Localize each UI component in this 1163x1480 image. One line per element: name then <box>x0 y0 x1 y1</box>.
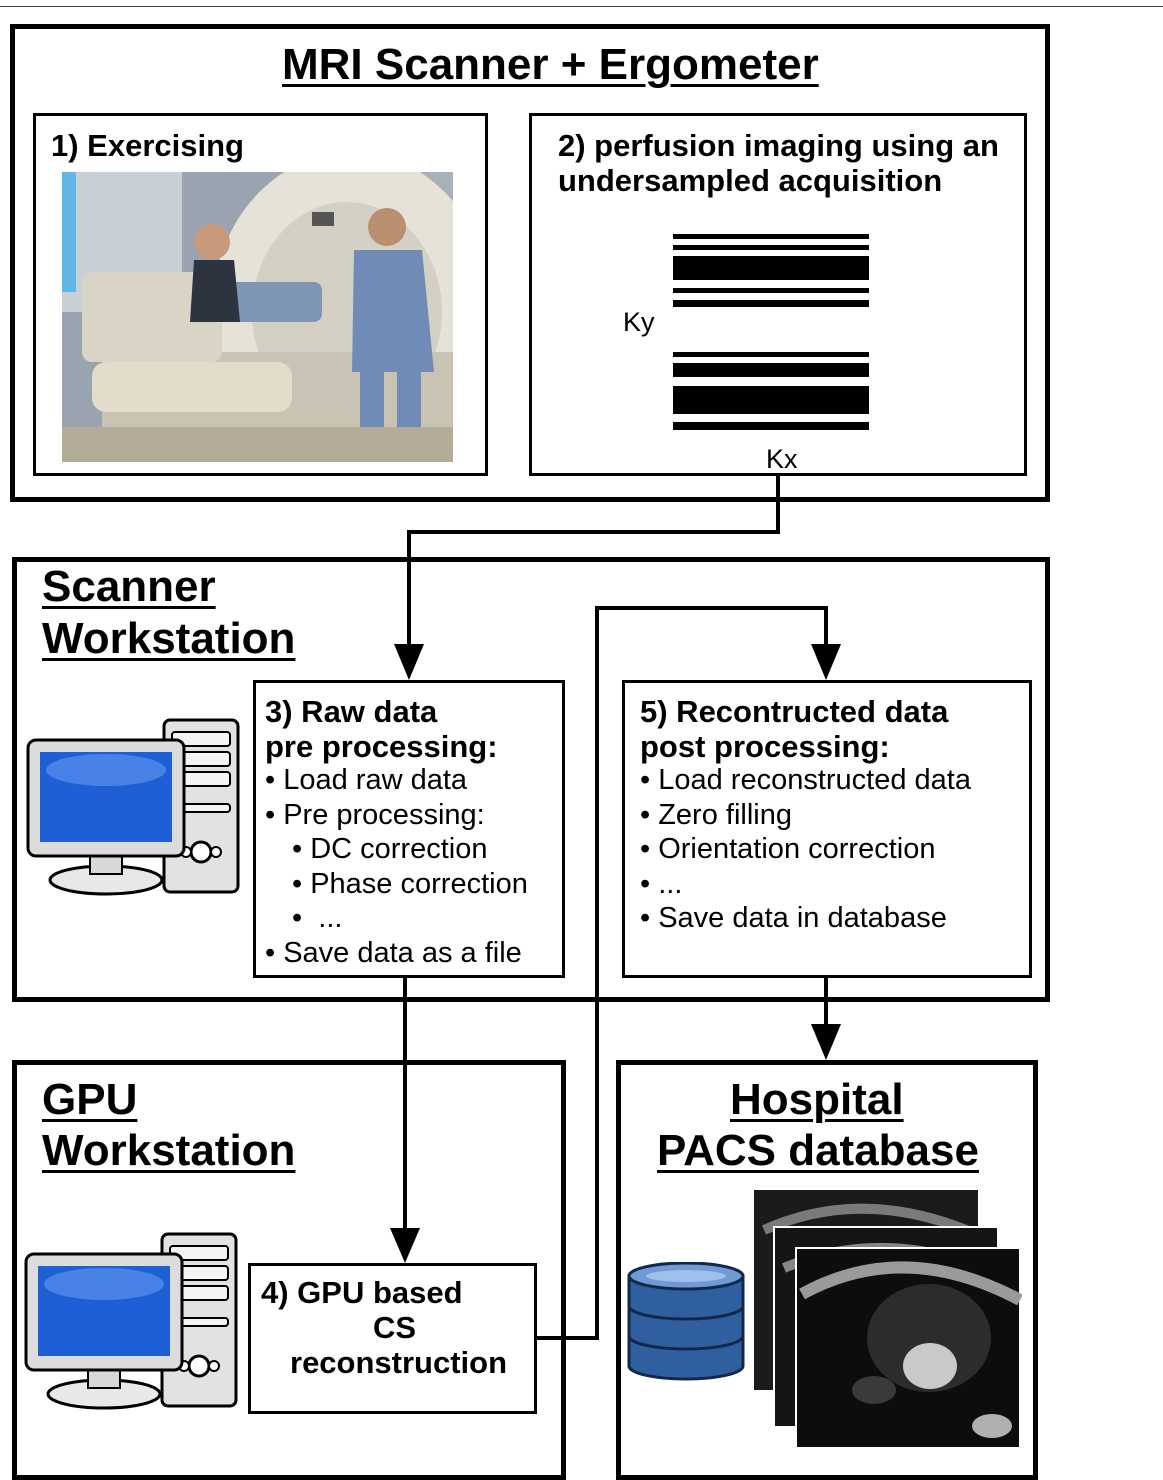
kx-axis-label: Kx <box>766 444 798 474</box>
step3-item: • Pre processing: <box>265 799 485 831</box>
mri-scanner-title: MRI Scanner + Ergometer <box>282 40 819 89</box>
database-icon <box>626 1262 746 1382</box>
raw-data-preprocessing-panel <box>253 680 565 978</box>
pacs-title-line2: PACS database <box>657 1126 979 1175</box>
step5-item: • Orientation correction <box>640 833 936 865</box>
scanner-workstation-title-line1: Scanner <box>42 562 216 611</box>
gpu-reconstruction-panel <box>248 1263 537 1414</box>
pacs-title-line1: Hospital <box>730 1075 904 1124</box>
step5-item: • Zero filling <box>640 799 792 831</box>
perfusion-panel <box>529 113 1027 476</box>
step3-heading-line1: 3) Raw data <box>265 694 438 729</box>
step3-subitem: • ... <box>292 902 343 934</box>
kspace-sampling-pattern <box>673 234 869 432</box>
top-rule <box>0 6 1163 7</box>
arrowhead <box>811 1024 841 1060</box>
step1-label: 1) Exercising <box>51 128 244 163</box>
mri-exercise-photo <box>62 172 453 462</box>
step2-label-line1: 2) perfusion imaging using an <box>558 128 999 163</box>
scanner-workstation-title-line2: Workstation <box>42 614 296 663</box>
step5-item: • ... <box>640 868 683 900</box>
step5-item: • Load reconstructed data <box>640 764 971 796</box>
step5-heading-line1: 5) Recontructed data <box>640 694 949 729</box>
step4-label-line1: 4) GPU based <box>261 1275 463 1310</box>
desktop-computer-icon <box>26 718 242 898</box>
step3-subitem: • Phase correction <box>292 868 528 900</box>
desktop-computer-icon <box>24 1232 240 1412</box>
step4-label-line3: reconstruction <box>290 1345 508 1380</box>
step3-item: • Load raw data <box>265 764 468 796</box>
step4-label-line2: CS <box>373 1310 417 1345</box>
gpu-workstation-title-line2: Workstation <box>42 1126 296 1175</box>
step5-item: • Save data in database <box>640 902 947 934</box>
step3-subitem: • DC correction <box>292 833 488 865</box>
step5-heading-line2: post processing: <box>640 729 890 764</box>
step3-item: • Save data as a file <box>265 937 522 969</box>
ky-axis-label: Ky <box>623 307 655 337</box>
cardiac-mri-image-stack <box>754 1190 1022 1448</box>
step2-label-line2: undersampled acquisition <box>558 163 943 198</box>
step3-heading-line2: pre processing: <box>265 729 498 764</box>
gpu-workstation-title-line1: GPU <box>42 1075 138 1124</box>
